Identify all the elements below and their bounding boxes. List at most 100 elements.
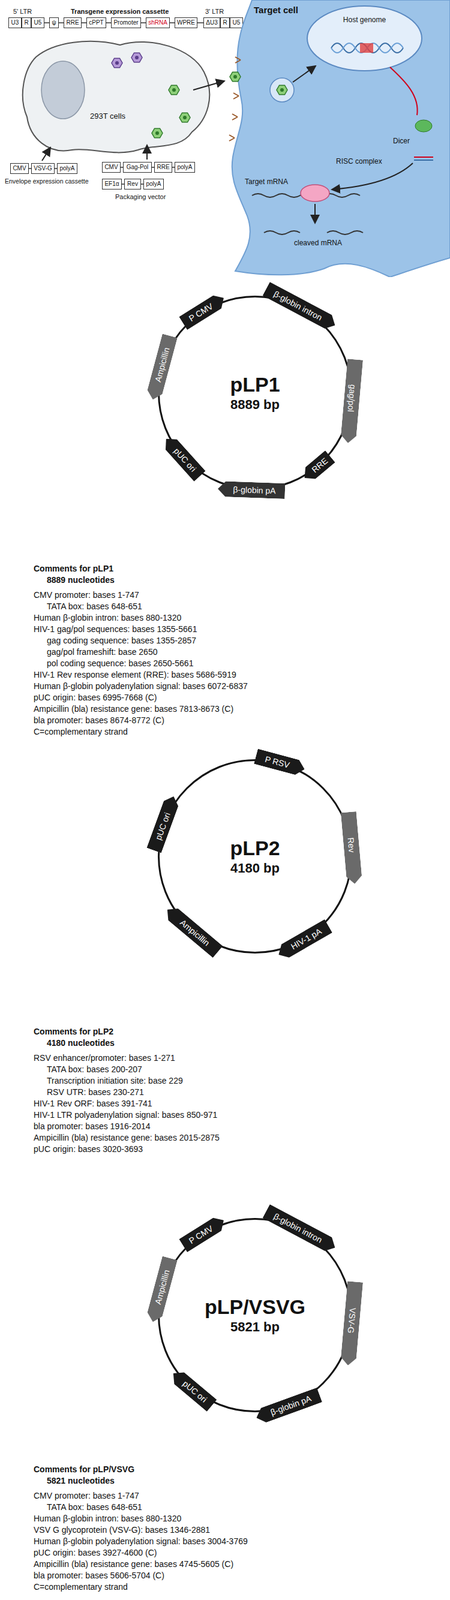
illustration [0,0,450,282]
node-label: Target cell [253,4,450,15]
node-label: pLP2 [229,836,280,861]
node-label: U5 [34,18,42,28]
comment-line: Comments for pLP1 [33,564,114,575]
node-label: β-globin intron [267,284,330,328]
node-label: U3 [11,18,20,28]
comment-line: 5821 nucleotides [46,1476,115,1487]
node-sublabel: 4180 bp [230,860,280,878]
comment-line: bla promoter: bases 1916-2014 [33,1122,151,1133]
producer-nucleus [41,61,85,119]
node-label: β-globin intron [267,1207,330,1251]
node-label: gag/pol [341,363,363,434]
node-label: WPRE [177,18,195,28]
node-label: P RSV [258,750,297,774]
cassette-segment: WPRE [174,17,198,29]
comment-line: Human β-globin intron: bases 880-1320 [33,1514,182,1525]
cassette-segment: Rev [124,178,141,190]
plasmid-feature-arrow: β-globin pA [253,1388,323,1427]
illustration-label: Envelope expression cassette [4,177,89,186]
backbone-line [8,22,240,185]
node-label: pLP1 [229,372,280,397]
comment-line: bla promoter: bases 5606-5704 (C) [33,1571,165,1582]
comment-line: TATA box: bases 648-651 [46,1503,143,1514]
producer-cell-group [22,41,210,153]
node-label: P CMV [183,297,219,328]
comment-line: Comments for pLP2 [33,1027,114,1038]
endosome [270,78,294,102]
plasmid-feature-arrow: P CMV [178,1213,228,1253]
producer-cell-outline [18,34,216,161]
producer-cell: 293T cells [18,34,216,161]
plasmid-feature-arrow: Ampicillin [162,904,223,959]
comment-line: Human β-globin intron: bases 880-1320 [33,613,182,624]
comment-line: pUC origin: bases 3020-3693 [33,1144,143,1155]
plasmid-feature-arrow: P RSV [253,748,307,777]
plasmid-feature-arrow: Ampicillin [145,1257,178,1325]
node-label: RRE [66,18,79,28]
node-label: RRE [307,453,332,477]
comment-line: pUC origin: bases 3927-4600 (C) [33,1548,157,1559]
target-cell-group [232,0,450,278]
plasmid-feature-arrow: HIV-1 pA [274,919,333,963]
comment-line: C=complementary strand [33,1582,128,1593]
plasmid-feature-arrow: pUC ori [160,433,206,482]
illustration-label: Packaging vector [115,193,166,201]
node-label: Promoter [113,18,138,28]
cassette-segment: polyA [174,162,195,173]
node-label: P CMV [183,1219,219,1251]
cassette-segment: polyA [143,178,164,190]
node-label: R [24,18,29,28]
comment-line: VSV G glycoprotein (VSV-G): bases 1346-2… [33,1525,210,1536]
node-label: HIV-1 pA [284,922,329,957]
plasmid-feature-arrow: P CMV [178,291,228,330]
comment-line: HIV-1 Rev response element (RRE): bases … [33,670,237,681]
comment-line: Ampicillin (bla) resistance gene: bases … [33,1560,234,1571]
plasmid-feature-arrow: RRE [299,450,336,485]
comment-line: pol coding sequence: bases 2650-5661 [46,658,194,669]
node-label: shRNA [148,18,168,28]
node-label: EF1α [104,179,119,189]
plasmid-feature-arrow: gag/pol [340,358,363,444]
cassette-segment: R [21,17,32,29]
node-label: CMV [104,162,118,173]
node-label: RRE [156,162,170,173]
cassette-segment: shRNA [145,17,170,29]
comment-line: HIV-1 gag/pol sequences: bases 1355-5661 [33,624,197,635]
target-cell: Target cellHost genome [219,0,450,278]
comment-line: gag coding sequence: bases 1355-2857 [46,636,197,647]
cassette-segment: R [220,17,230,29]
illustration-label: Dicer [393,136,410,146]
node-label: VSV-G [33,163,53,174]
illustration-label: Target mRNA [244,177,288,186]
cassette-segment: CMV [102,162,121,173]
comment-line: pUC origin: bases 6995-7668 (C) [33,693,157,704]
illustration-label: RISC complex [336,157,383,166]
cassette-segment: cPPT [86,17,107,29]
flow-arrow [42,66,413,224]
comment-line: Human β-globin polyadenylation signal: b… [33,681,248,692]
target-mrna [252,193,363,235]
plasmid-feature-arrow: β-globin pA [217,481,286,500]
plasmid-feature-arrow: pUC ori [146,793,181,854]
comment-line: Human β-globin polyadenylation signal: b… [33,1537,248,1548]
node-sublabel: 5821 bp [230,1319,280,1337]
comment-line: Ampicillin (bla) resistance gene: bases … [33,1133,220,1144]
node-label: Ampicillin [147,1261,176,1314]
cassette-segment: Promoter [111,17,141,29]
comment-line: CMV promoter: bases 1-747 [33,1491,140,1502]
dna-helix [331,43,404,53]
node-label: ψ [51,18,56,28]
node-label: cPPT [88,18,104,28]
comment-line: RSV UTR: bases 230-271 [46,1087,144,1098]
cassette-segment: VSV-G [31,163,55,174]
node-label: U5 [232,18,241,28]
comment-line: HIV-1 LTR polyadenylation signal: bases … [33,1110,218,1121]
receptor [229,57,241,141]
comment-line: TATA box: bases 200-207 [46,1065,143,1076]
comment-line: HIV-1 Rev ORF: bases 391-741 [33,1099,153,1110]
node-label: polyA [145,179,161,189]
cassette-segment: U5 [31,17,45,29]
shrna-transcript [390,67,434,161]
illustration-label: 5' LTR [13,7,32,16]
